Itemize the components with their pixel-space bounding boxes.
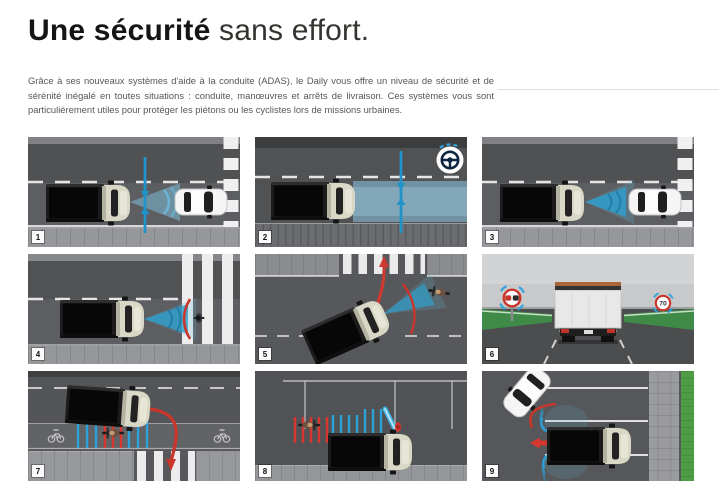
daily-van	[547, 423, 631, 469]
grass-strip	[681, 371, 694, 481]
panel-number-badge: 4	[32, 348, 44, 360]
truck-rear	[554, 282, 622, 344]
detection-lines-red	[293, 417, 329, 443]
scene-6-illustration: 70	[482, 254, 694, 364]
panel-number-badge: 1	[32, 231, 44, 243]
scene-2-illustration	[255, 137, 467, 247]
speed-limit-value: 70	[659, 300, 667, 307]
cycle-lane	[28, 423, 240, 449]
daily-van	[500, 180, 584, 226]
trajectory-arrow	[149, 407, 178, 462]
intro-paragraph: Grâce à ses nouveaux systèmes d'aide à l…	[28, 75, 494, 116]
daily-van	[328, 429, 412, 475]
adas-scene-4: 4	[28, 254, 240, 364]
panel-number-badge: 7	[32, 465, 44, 477]
scene-5-illustration	[255, 254, 467, 364]
panel-number-badge: 8	[259, 465, 271, 477]
radar-cone	[383, 283, 435, 314]
panel-number-badge: 2	[259, 231, 271, 243]
scene-9-illustration	[482, 371, 694, 481]
adas-scene-9: 9	[482, 371, 694, 481]
divider-line	[498, 89, 719, 90]
distance-marker	[396, 151, 406, 233]
scene-7-illustration	[28, 371, 240, 481]
page-title-light: sans effort.	[219, 14, 370, 47]
radar-cone	[144, 304, 188, 334]
adas-scene-6: 70 6	[482, 254, 694, 364]
warning-arc	[529, 402, 557, 429]
adas-scene-8: 8	[255, 371, 467, 481]
distance-marker	[140, 157, 150, 233]
scene-3-illustration	[482, 137, 694, 247]
radar-cone	[585, 187, 626, 217]
adas-scene-1: 1	[28, 137, 240, 247]
daily-van	[60, 296, 144, 342]
radar-beam	[130, 183, 180, 221]
panel-number-badge: 9	[486, 465, 498, 477]
daily-van	[271, 178, 355, 224]
panel-number-badge: 3	[486, 231, 498, 243]
scene-4-illustration	[28, 254, 240, 364]
scene-1-illustration	[28, 137, 240, 247]
page-title-bold: Une sécurité	[28, 14, 211, 47]
adas-scene-2: 2	[255, 137, 467, 247]
reverse-arrow	[530, 437, 551, 449]
daily-van	[46, 180, 130, 226]
adas-scene-5: 5	[255, 254, 467, 364]
speed-limit-sign-icon: 70	[651, 291, 675, 315]
radar-beam	[353, 181, 467, 222]
scene-8-illustration	[255, 371, 467, 481]
adas-scene-7: 7	[28, 371, 240, 481]
white-car	[174, 185, 228, 219]
panel-number-badge: 5	[259, 348, 271, 360]
exiting-person-figure	[395, 422, 401, 432]
adas-scene-3: 3	[482, 137, 694, 247]
warning-arc	[182, 298, 192, 340]
white-car	[628, 185, 682, 219]
adas-scenes-grid: 1 2	[28, 137, 694, 481]
no-overtaking-sign-icon	[497, 283, 527, 321]
warning-arc	[402, 283, 416, 335]
page-title: Une sécurité sans effort.	[28, 14, 369, 48]
panel-number-badge: 6	[486, 348, 498, 360]
